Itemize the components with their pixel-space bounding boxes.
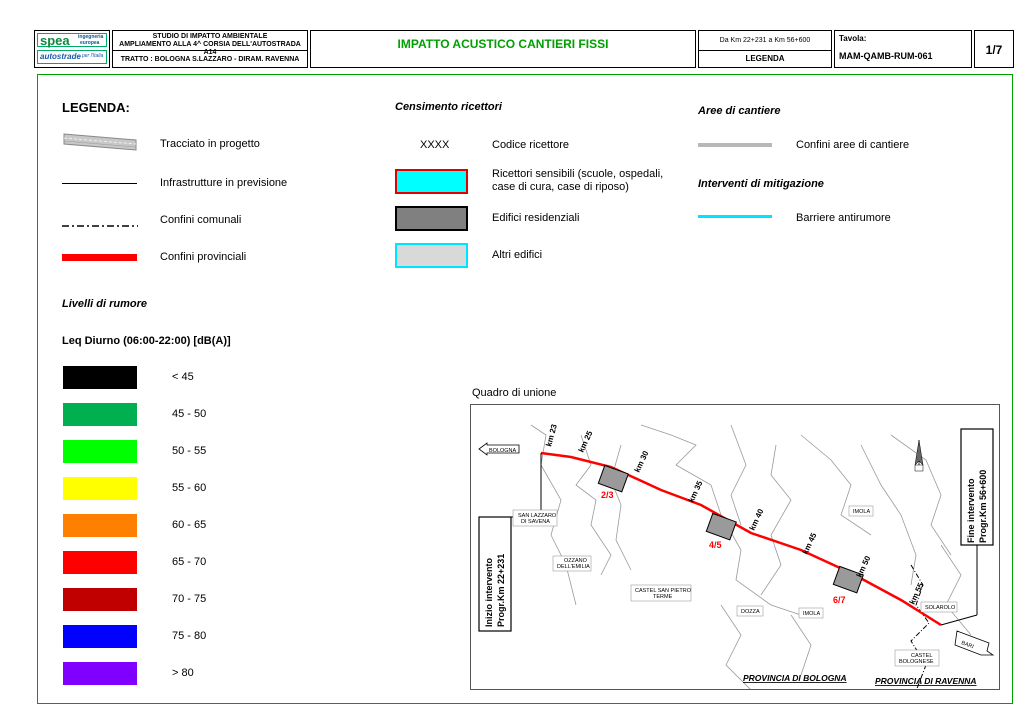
- town-solarolo: SOLAROLO: [920, 601, 958, 613]
- svg-text:DELL'EMILIA: DELL'EMILIA: [557, 564, 590, 570]
- town-castel-bolognese: CASTEL BOLOGNESE: [894, 649, 940, 667]
- km-label: km 35: [687, 479, 705, 504]
- svg-text:BARI: BARI: [960, 640, 975, 650]
- noise-swatch: [63, 625, 137, 648]
- noise-swatch: [63, 662, 137, 685]
- town-dozza: DOZZA: [736, 605, 764, 617]
- noise-level-label: > 80: [172, 667, 194, 679]
- sites-title: Aree di cantiere: [698, 105, 781, 117]
- svg-text:IMOLA: IMOLA: [853, 509, 870, 515]
- svg-text:IMOLA: IMOLA: [803, 611, 820, 617]
- noise-level-label: 55 - 60: [172, 482, 207, 494]
- noise-level-label: 50 - 55: [172, 445, 207, 457]
- noise-level-label: 60 - 65: [172, 519, 207, 531]
- autostrade-logo: autostrade: [40, 52, 81, 61]
- site-box-2-3: [597, 464, 629, 493]
- sheet-number: 1/7: [985, 43, 1003, 57]
- svg-text:CASTEL: CASTEL: [911, 653, 932, 659]
- svg-text:Fine intervento: Fine intervento: [966, 478, 976, 543]
- noise-barrier-symbol: [698, 215, 772, 218]
- site-box-6-7: [832, 565, 864, 594]
- mitigation-title: Interventi di mitigazione: [698, 178, 824, 190]
- noise-swatch: [63, 403, 137, 426]
- receptor-code-symbol: XXXX: [420, 139, 450, 151]
- end-marker: Fine intervento Progr.Km 56+600: [940, 428, 994, 626]
- page-title: IMPATTO ACUSTICO CANTIERI FISSI: [397, 37, 609, 51]
- bari-arrow: BARI: [954, 630, 995, 656]
- noise-swatch: [63, 440, 137, 463]
- bologna-arrow: BOLOGNA: [478, 442, 520, 456]
- svg-text:SOLAROLO: SOLAROLO: [925, 605, 956, 611]
- noise-level-label: 45 - 50: [172, 408, 207, 420]
- map-title: Quadro di unione: [472, 387, 557, 399]
- km-label: km 40: [748, 507, 766, 532]
- km-label: km 25: [577, 429, 595, 454]
- future-infrastructure-symbol: [62, 183, 137, 184]
- town-castel-san-pietro: CASTEL SAN PIETRO TERME: [630, 584, 692, 602]
- svg-text:TERME: TERME: [653, 594, 673, 600]
- site-box-4-5: [705, 512, 737, 541]
- municipal-boundary-symbol: [62, 216, 138, 234]
- sheet-box: 1/7: [974, 30, 1014, 68]
- km-label: km 23: [544, 423, 559, 448]
- sheet-label-2-3: 2/3: [601, 490, 614, 500]
- km-label: km 30: [633, 449, 651, 474]
- noise-level-label: 65 - 70: [172, 556, 207, 568]
- noise-swatch: [63, 514, 137, 537]
- tratto-label: TRATTO : BOLOGNA S.LAZZARO - DIRAM. RAVE…: [120, 56, 300, 63]
- noise-level-label: < 45: [172, 371, 194, 383]
- spea-logo: spea: [40, 33, 70, 48]
- svg-text:BOLOGNA: BOLOGNA: [489, 448, 517, 454]
- section-label: LEGENDA: [745, 54, 785, 63]
- svg-text:Progr.Km 22+231: Progr.Km 22+231: [496, 554, 506, 627]
- noise-subtitle: Leq Diurno (06:00-22:00) [dB(A)]: [62, 335, 231, 347]
- km-box: Da Km 22+231 a Km 56+600 LEGENDA: [698, 30, 832, 68]
- km-label: km 50: [855, 554, 873, 579]
- noise-swatch: [63, 551, 137, 574]
- svg-text:OZZANO: OZZANO: [564, 558, 588, 564]
- noise-level-label: 75 - 80: [172, 630, 207, 642]
- svg-text:Inizio intervento: Inizio intervento: [484, 557, 494, 627]
- town-imola-north: IMOLA: [848, 505, 874, 517]
- noise-swatch: [63, 588, 137, 611]
- receptors-title: Censimento ricettori: [395, 101, 502, 113]
- project-route-symbol: [62, 130, 138, 152]
- sheet-label-4-5: 4/5: [709, 540, 722, 550]
- noise-swatch: [63, 477, 137, 500]
- legend-frame: [37, 74, 1013, 704]
- noise-swatch: [63, 366, 137, 389]
- logo-box: spea ingegneria europea autostrade per l…: [34, 30, 110, 68]
- study-box: STUDIO DI IMPATTO AMBIENTALE AMPLIAMENTO…: [112, 30, 308, 68]
- tavola-box: Tavola: MAM-QAMB-RUM-061: [834, 30, 972, 68]
- province-bologna-label: PROVINCIA DI BOLOGNA: [743, 673, 847, 683]
- town-imola-center: IMOLA: [798, 607, 824, 619]
- svg-text:Progr.Km 56+600: Progr.Km 56+600: [978, 470, 988, 543]
- other-building-symbol: [395, 243, 468, 268]
- legend-title: LEGENDA:: [62, 100, 130, 115]
- noise-level-label: 70 - 75: [172, 593, 207, 605]
- overview-map: 2/3 4/5 6/7 km 23 km 25 km 30 km 35 km 4…: [470, 404, 1000, 690]
- svg-text:SAN LAZZARO: SAN LAZZARO: [518, 513, 557, 519]
- site-boundary-symbol: [698, 143, 772, 147]
- noise-title: Livelli di rumore: [62, 298, 147, 310]
- tavola-code: MAM-QAMB-RUM-061: [839, 51, 933, 61]
- town-san-lazzaro: SAN LAZZARO DI SAVENA: [512, 509, 558, 527]
- svg-text:BOLOGNESE: BOLOGNESE: [899, 659, 934, 665]
- province-ravenna-label: PROVINCIA DI RAVENNA: [875, 676, 977, 686]
- town-ozzano: OZZANO DELL'EMILIA: [552, 555, 592, 572]
- start-marker: Inizio intervento Progr.Km 22+231: [478, 453, 542, 632]
- residential-building-symbol: [395, 206, 468, 231]
- sensitive-receptor-symbol: [395, 169, 468, 194]
- svg-text:DOZZA: DOZZA: [741, 609, 760, 615]
- north-arrow-icon: [914, 439, 924, 472]
- svg-text:CASTEL SAN PIETRO: CASTEL SAN PIETRO: [635, 588, 692, 594]
- sheet-label-6-7: 6/7: [833, 595, 846, 605]
- provincial-boundary-symbol: [62, 254, 137, 261]
- title-box: IMPATTO ACUSTICO CANTIERI FISSI: [310, 30, 696, 68]
- svg-text:DI SAVENA: DI SAVENA: [521, 519, 550, 525]
- km-label: km 45: [801, 531, 819, 556]
